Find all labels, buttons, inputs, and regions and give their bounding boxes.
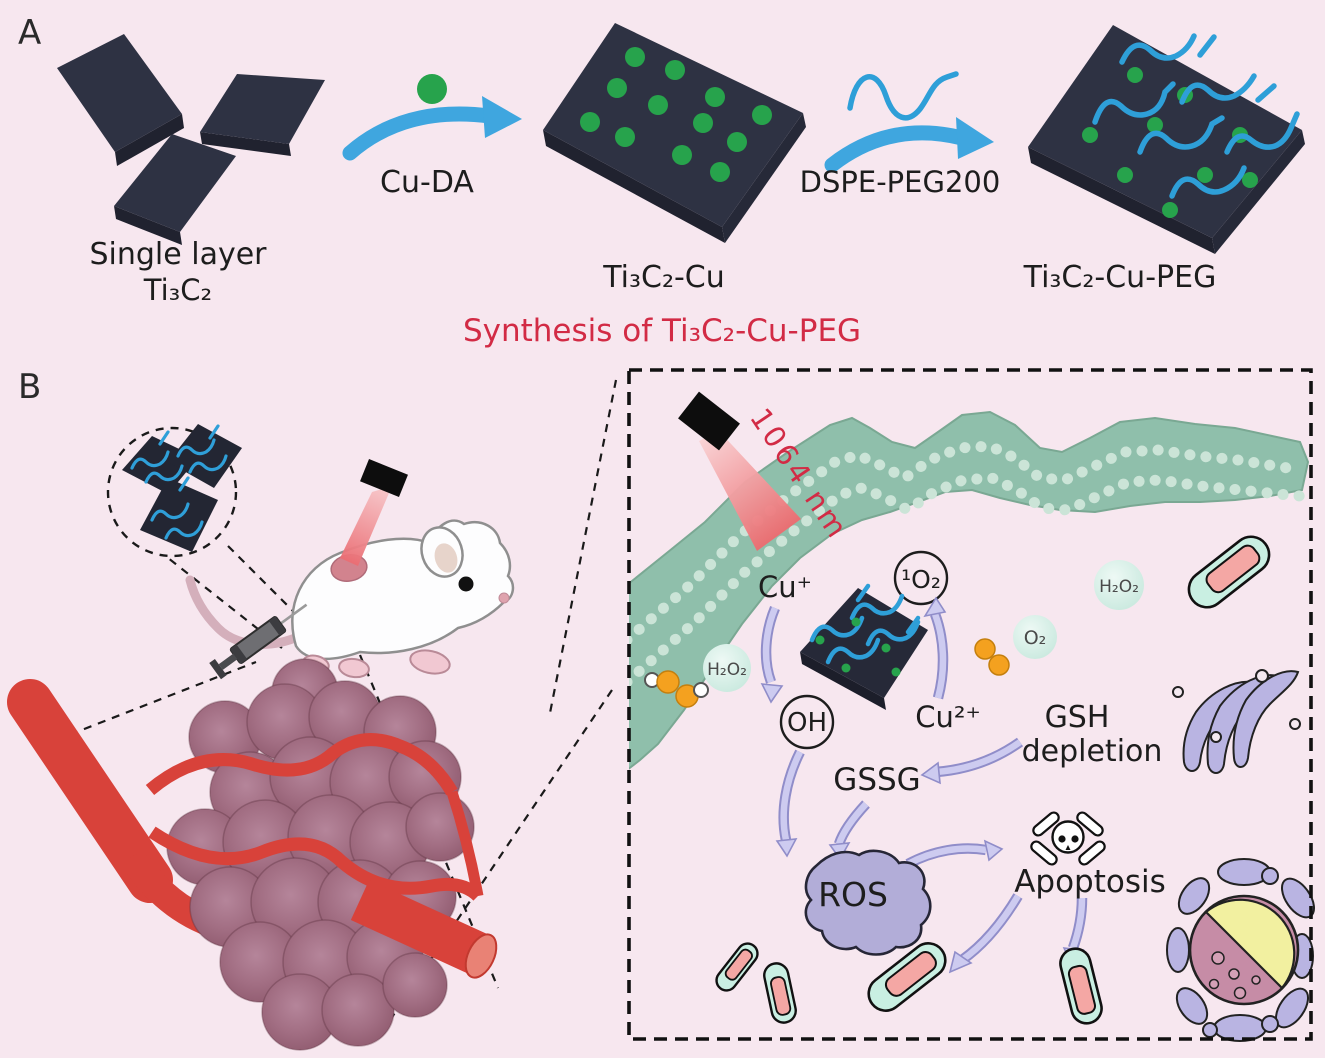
step1-arrow-label: Cu-DA <box>380 165 474 200</box>
hydroxyl-radical-circle-icon <box>779 694 835 750</box>
panel-a: A Single layer Ti₃C₂ Cu-DA Ti₃C₂-Cu DSPE… <box>18 13 1305 349</box>
gsh-label-line2: depletion <box>1022 734 1163 769</box>
nir-laser-device-icon <box>678 391 740 451</box>
tumor-mass-icon <box>7 658 498 1051</box>
h2o2-bubble-right-icon <box>1094 560 1144 610</box>
mouse-eye <box>458 576 474 592</box>
mouse-ear-inner <box>434 543 458 573</box>
main-vessel <box>7 679 173 903</box>
skull-icon <box>1030 811 1106 866</box>
copper-dots <box>1082 67 1258 218</box>
mouse-tail <box>185 575 305 649</box>
nir-laser-beam-icon <box>699 431 801 551</box>
tumor-vessels <box>145 733 484 901</box>
ros-label: ROS <box>818 875 888 914</box>
injection-inset-circle <box>106 424 242 558</box>
golgi-organelle-icon <box>1172 669 1301 774</box>
oxygen-label: O₂ <box>1024 627 1047 649</box>
o2-molecule-icon <box>974 638 1010 676</box>
mechanism-box-border <box>627 368 1313 1041</box>
oxygen-bubble-icon <box>1013 615 1057 659</box>
rod-cell-1-icon <box>715 942 759 992</box>
single-layer-ti3c2-sheets-icon <box>57 34 325 245</box>
rod-cell-4-icon <box>1059 947 1103 1025</box>
h2o2-bubble-left-icon <box>703 644 751 692</box>
panel-a-label: A <box>18 13 41 53</box>
h2o2-left-label: H₂O₂ <box>707 660 747 680</box>
laser-beam-on-mouse-icon <box>340 486 392 566</box>
reaction-flow-arrows <box>760 596 1088 974</box>
singlet-oxygen-label: ¹O₂ <box>901 565 941 594</box>
product-caption: Ti₃C₂-Cu-PEG <box>1023 260 1217 295</box>
peg-polymer-icon <box>847 71 959 121</box>
rod-cell-top-right-icon <box>1187 535 1271 609</box>
mechanism-box: 1064 nm Cu⁺ ¹O₂ H₂O₂ H₂O₂ O₂ OH C <box>627 368 1315 1042</box>
mini-nanosheets-icon <box>122 424 242 552</box>
laser-probe-icon <box>360 459 408 497</box>
rod-cell-2-icon <box>763 962 797 1024</box>
mouse-nose <box>498 592 510 604</box>
cu-2plus-label: Cu²⁺ <box>915 700 981 734</box>
reaction-arrow-2-icon <box>824 117 994 173</box>
vessel-opening <box>464 933 498 979</box>
h2o2-molecule-icon <box>644 670 709 708</box>
step2-arrow-label: DSPE-PEG200 <box>800 165 1001 199</box>
nanosheet-in-cell-icon <box>800 583 928 710</box>
singlet-oxygen-circle-icon <box>893 550 949 606</box>
reaction-arrow-1-icon <box>342 96 522 161</box>
syringe-icon <box>209 603 308 680</box>
copper-dots <box>580 47 772 182</box>
h2o2-right-label: H₂O₂ <box>1099 577 1139 597</box>
hydroxyl-radical-label: OH <box>787 708 827 738</box>
reactant-caption-line1: Single layer <box>89 237 267 272</box>
peg-chains <box>1092 33 1300 199</box>
panel-a-title: Synthesis of Ti₃C₂-Cu-PEG <box>463 313 861 349</box>
tumor-cells <box>166 658 475 1051</box>
cu-plus-label: Cu⁺ <box>758 570 812 604</box>
ti3c2-cu-peg-sheet-icon <box>1028 25 1305 254</box>
intermediate-caption: Ti₃C₂-Cu <box>602 260 725 295</box>
rod-cell-3-icon <box>867 942 947 1012</box>
ti3c2-cu-sheet-icon <box>543 23 806 243</box>
gssg-label: GSSG <box>833 762 920 798</box>
exit-vessel <box>350 879 488 975</box>
panel-b: B <box>7 367 618 1051</box>
gsh-label-line1: GSH <box>1045 700 1110 735</box>
vessel-membrane-icon <box>629 410 1310 770</box>
copper-dopamine-dot-icon <box>417 74 447 104</box>
membrane-bead-rows <box>629 440 1306 688</box>
reactant-caption-line2: Ti₃C₂ <box>143 273 212 307</box>
apoptotic-cell-icon <box>1166 858 1315 1042</box>
ros-blob-icon <box>804 849 932 956</box>
panel-b-label: B <box>18 367 41 407</box>
apoptosis-label: Apoptosis <box>1014 864 1166 900</box>
